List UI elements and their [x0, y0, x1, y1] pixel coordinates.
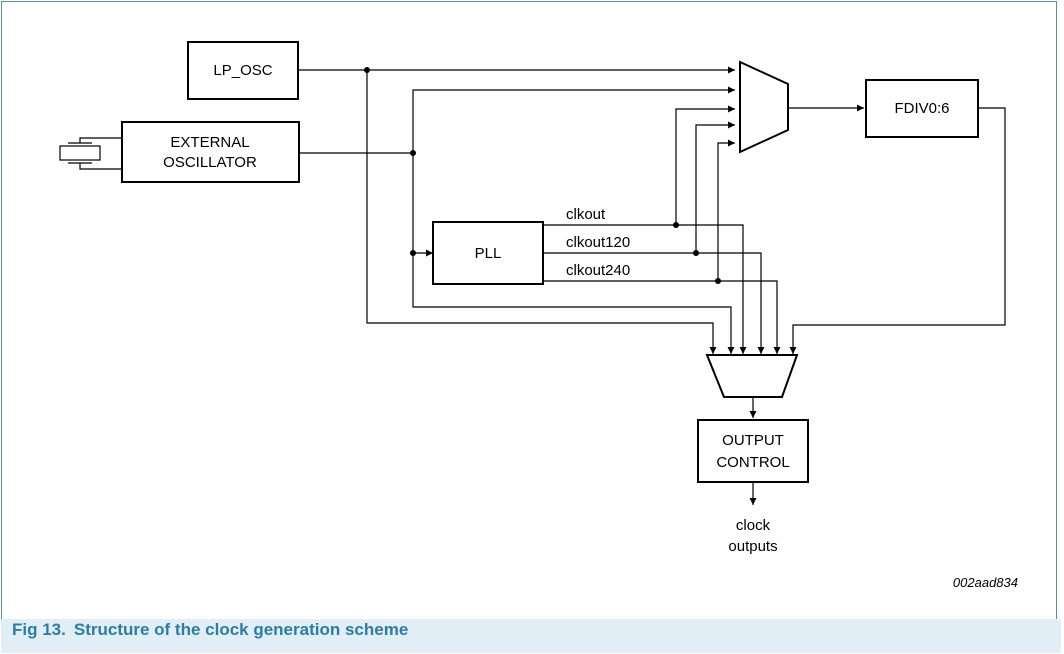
fdiv-label: FDIV0:6 [894, 100, 949, 117]
clock-outputs-label-2: outputs [728, 538, 777, 555]
junction-dot [410, 250, 416, 256]
junction-dots [364, 67, 721, 284]
wire-lposc-to-outmux [366, 70, 717, 354]
lp-osc-block [187, 41, 299, 100]
caption-band [1, 619, 1061, 653]
external-oscillator-label-2: OSCILLATOR [163, 154, 257, 171]
output-control-label-1: OUTPUT [722, 432, 784, 449]
wire-fdiv-to-outmux [789, 107, 1006, 354]
wire-clkout120 [543, 252, 765, 354]
wire-clkout [543, 224, 747, 354]
wire-clkout240 [543, 280, 781, 354]
wire-clkout-to-mux [675, 105, 735, 225]
figure-title: Structure of the clock generation scheme [73, 620, 409, 639]
lp-osc-label: LP_OSC [213, 62, 272, 79]
wire-clkout120-to-mux [695, 121, 735, 253]
wire-extosc-to-mux [412, 86, 735, 153]
junction-dot [673, 222, 679, 228]
output-control-block [697, 419, 809, 483]
external-oscillator-label-1: EXTERNAL [170, 134, 249, 151]
clkout120-label: clkout120 [566, 234, 630, 251]
junction-dot [715, 278, 721, 284]
figure-id: 002aad834 [953, 575, 1018, 590]
figure-caption: Fig 13. Structure of the clock generation… [12, 620, 408, 640]
pll-block [432, 221, 544, 285]
figure-number: Fig 13. [12, 620, 66, 639]
wire-extosc-to-pll [412, 153, 433, 257]
external-oscillator-block [121, 121, 300, 183]
output-control-label-2: CONTROL [716, 454, 789, 471]
output-mux [705, 354, 799, 398]
wire-extosc-to-outmux [412, 253, 735, 354]
clkout-label: clkout [566, 206, 606, 223]
fdiv-block [865, 79, 979, 138]
clock-outputs-label-1: clock [736, 517, 771, 534]
wire-clkout240-to-mux [717, 139, 735, 281]
pll-label: PLL [475, 245, 502, 262]
junction-dot [364, 67, 370, 73]
crystal-icon [59, 137, 122, 170]
clkout240-label: clkout240 [566, 262, 630, 279]
clock-source-mux [739, 60, 789, 154]
junction-dot [410, 150, 416, 156]
junction-dot [693, 250, 699, 256]
